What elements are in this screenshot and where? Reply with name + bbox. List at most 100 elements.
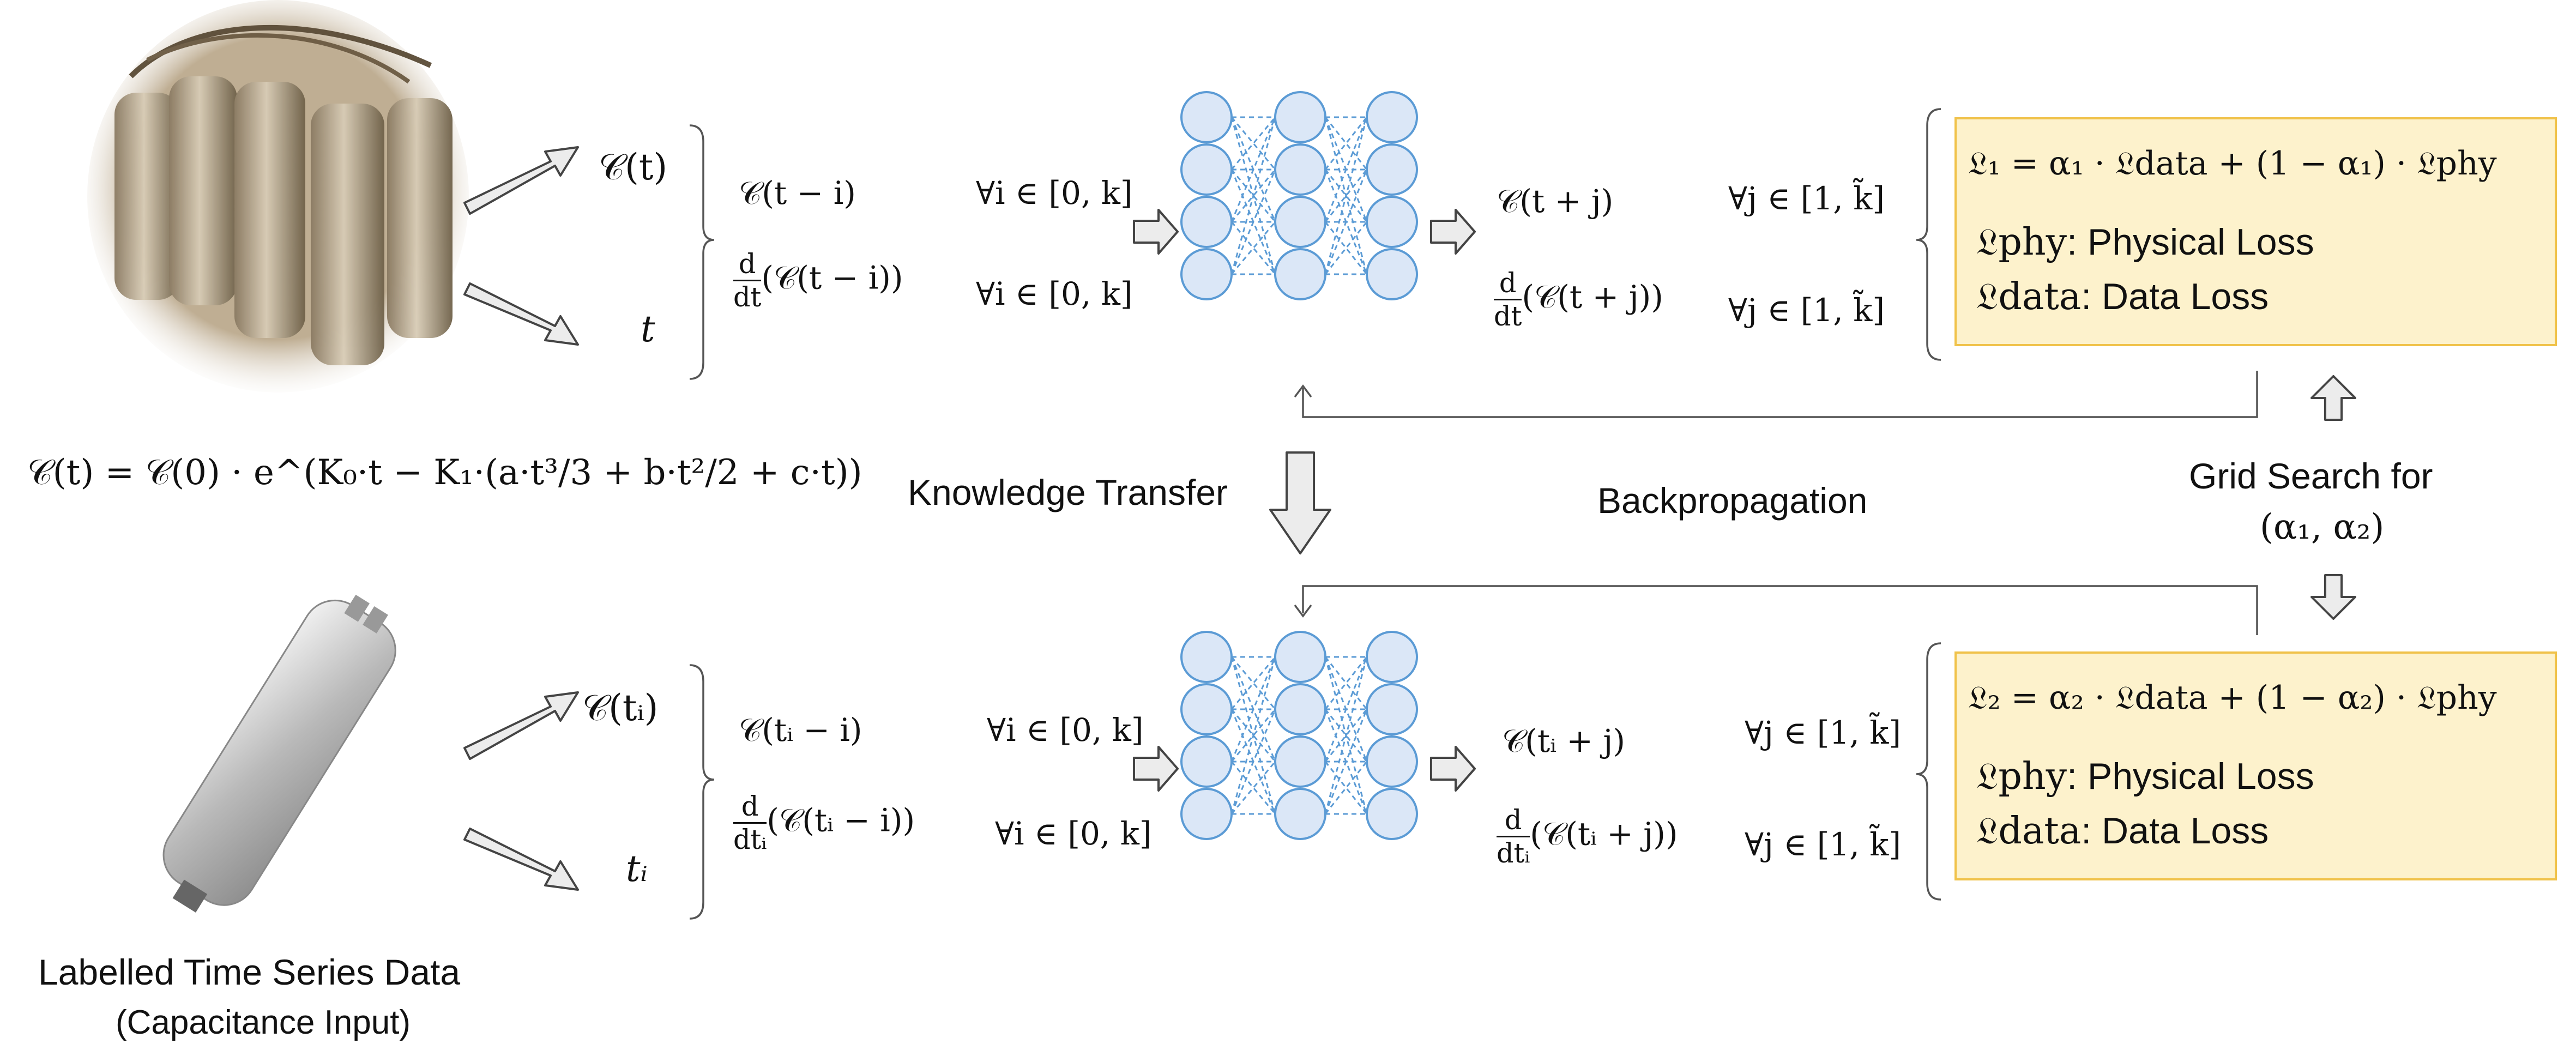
network-edge	[1324, 709, 1368, 814]
network-edge	[1230, 709, 1276, 762]
backprop-arrowhead-top	[1294, 384, 1312, 398]
network-node	[1180, 735, 1233, 788]
network-edge	[1324, 169, 1368, 222]
network-edge	[1324, 709, 1368, 762]
network-node	[1274, 788, 1326, 840]
brace-input-bottom	[689, 664, 715, 920]
network-edge	[1230, 221, 1276, 275]
input-capacitance-top: 𝒞(t)	[599, 146, 668, 188]
network-node	[1180, 196, 1233, 248]
network-node	[1274, 631, 1326, 683]
network-edge	[1324, 117, 1368, 170]
network-edge	[1230, 656, 1276, 762]
feature-capacitance-range-top: ∀i ∈ [0, k]	[976, 174, 1133, 212]
knowledge-transfer-arrow	[1269, 451, 1331, 554]
network-node	[1274, 196, 1326, 248]
network-edge	[1230, 169, 1276, 222]
input-capacitance-bottom: 𝒞(tᵢ)	[582, 687, 659, 729]
network-node	[1274, 91, 1326, 143]
network-edge	[1230, 761, 1276, 814]
arrow-into-net-top	[1133, 209, 1179, 255]
network-node	[1180, 248, 1233, 300]
feature-capacitance-bottom: 𝒞(tᵢ − i)	[739, 711, 862, 749]
caption-main: Labelled Time Series Data	[38, 952, 461, 992]
network-edge	[1324, 117, 1368, 170]
network-node	[1180, 631, 1233, 683]
capacitance-model-text: 𝒞(t) = 𝒞(0) · e^(K₀·t − K₁·(a·t³/3 + b·t…	[27, 452, 862, 493]
network-edge	[1230, 117, 1276, 222]
capacitance-model-equation: 𝒞(t) = 𝒞(0) · e^(K₀·t − K₁·(a·t³/3 + b·t…	[27, 452, 862, 493]
network-node	[1180, 143, 1233, 196]
network-edge	[1230, 761, 1276, 814]
loss-data-top: 𝔏data: Data Loss	[1976, 275, 2269, 318]
network-node	[1274, 143, 1326, 196]
caption-sub: (Capacitance Input)	[116, 1004, 411, 1041]
network-edge	[1324, 221, 1368, 275]
feature-derivative-range-bottom: ∀i ∈ [0, k]	[995, 815, 1152, 852]
backpropagation-label: Backpropagation	[1597, 480, 1868, 521]
network-edge	[1324, 656, 1368, 710]
output-derivative-range-bottom: ∀j ∈ [1, k̃]	[1745, 826, 1901, 863]
network-node	[1274, 735, 1326, 788]
grid-search-params: (α₁, α₂)	[2260, 507, 2385, 547]
network-edge	[1324, 761, 1368, 814]
backprop-arrowhead-bottom	[1294, 604, 1312, 618]
network-edge	[1230, 709, 1276, 814]
single-capacitor-photo	[162, 594, 396, 913]
knowledge-transfer-label: Knowledge Transfer	[908, 472, 1228, 512]
network-edge	[1324, 761, 1368, 814]
network-edge	[1324, 169, 1368, 275]
neural-network-bottom	[1180, 631, 1418, 840]
network-node	[1180, 788, 1233, 840]
feature-capacitance-top: 𝒞(t − i)	[739, 174, 856, 212]
network-edge	[1324, 656, 1368, 710]
input-time-top: t	[641, 308, 655, 350]
derivative-argument: (𝒞(t − i))	[761, 259, 903, 297]
output-capacitance-bottom: 𝒞(tᵢ + j)	[1502, 722, 1625, 759]
arrow-out-net-top	[1430, 209, 1476, 255]
grid-search-label: Grid Search for	[2189, 456, 2433, 496]
loss-physical-bottom: 𝔏phy: Physical Loss	[1976, 755, 2314, 798]
network-node	[1366, 631, 1418, 683]
loss-data-bottom: 𝔏data: Data Loss	[1976, 810, 2269, 853]
arrow-into-net-bottom	[1133, 746, 1179, 792]
split-arrow-down-top	[463, 282, 579, 346]
network-edge	[1230, 656, 1276, 710]
feature-derivative-range-top: ∀i ∈ [0, k]	[976, 275, 1133, 312]
network-edge	[1230, 169, 1276, 222]
output-capacitance-top: 𝒞(t + j)	[1497, 183, 1614, 220]
input-time-bottom: tᵢ	[626, 848, 648, 890]
network-edge	[1324, 117, 1368, 275]
network-edge	[1324, 709, 1368, 762]
network-node	[1274, 248, 1326, 300]
network-edge	[1324, 221, 1368, 275]
loss-equation-top: 𝔏₁ = α₁ · 𝔏data + (1 − α₁) · 𝔏phy	[1968, 144, 2497, 183]
output-capacitance-range-bottom: ∀j ∈ [1, k̃]	[1745, 714, 1901, 751]
network-edge	[1230, 656, 1276, 710]
loss-physical-top: 𝔏phy: Physical Loss	[1976, 221, 2314, 264]
split-arrow-down-bottom	[463, 828, 579, 891]
network-node	[1366, 196, 1418, 248]
output-capacitance-range-top: ∀j ∈ [1, k̃]	[1728, 180, 1885, 217]
network-edge	[1230, 169, 1276, 275]
network-node	[1274, 683, 1326, 735]
brace-input-top	[689, 124, 715, 380]
network-edge	[1230, 117, 1276, 170]
network-node	[1180, 91, 1233, 143]
network-edge	[1324, 169, 1368, 222]
network-edge	[1230, 117, 1276, 275]
network-edge	[1230, 656, 1276, 814]
neural-network-top	[1180, 91, 1418, 300]
network-edge	[1230, 117, 1276, 170]
network-node	[1366, 683, 1418, 735]
network-node	[1366, 248, 1418, 300]
feature-capacitance-range-bottom: ∀i ∈ [0, k]	[987, 711, 1144, 749]
network-node	[1366, 143, 1418, 196]
network-node	[1366, 788, 1418, 840]
